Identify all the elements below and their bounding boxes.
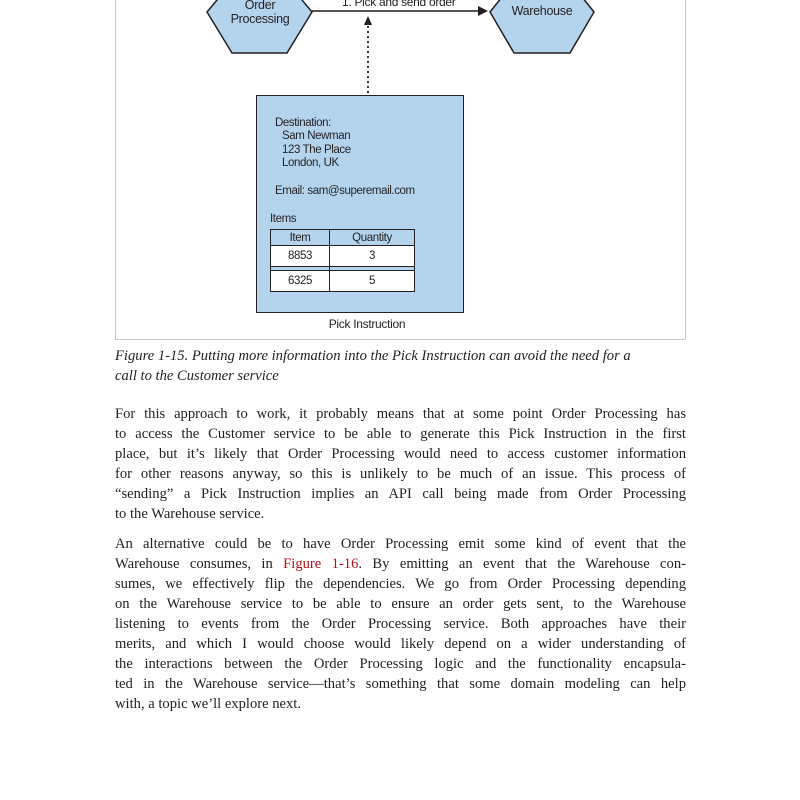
email-line: Email: sam@superemail.com (275, 185, 415, 197)
paragraph-line: An alternative could be to have Order Pr… (115, 536, 686, 552)
order-processing-label-line1: Order (244, 0, 276, 12)
warehouse-node-shape (489, 0, 595, 54)
arrow-label: 1. Pick and send order (340, 0, 458, 9)
paragraph-text: Warehouse consumes, in (115, 556, 284, 572)
paragraph-line: place, but it’s likely that Order Proces… (115, 446, 686, 462)
figure-caption-line2: call to the Customer service (115, 368, 279, 384)
items-table-spacer (270, 266, 415, 271)
diagram-canvas (206, 0, 595, 93)
paragraph-line: to access the Customer service to be abl… (115, 426, 686, 442)
paragraph-line: For this approach to work, it probably m… (115, 406, 686, 422)
paragraph-line: to the Warehouse service. (115, 506, 265, 522)
items-table-cell-quantity: 5 (329, 270, 415, 292)
table-row: 6325 5 (270, 270, 415, 292)
paragraph-line: merits, and which I would choose would l… (115, 636, 686, 652)
paragraph-line: “sending” a Pick Instruction implies an … (115, 486, 686, 502)
figure-caption: Figure 1-15. Putting more information in… (115, 346, 690, 386)
table-row: 8853 3 (270, 245, 415, 267)
items-table-cell-quantity: 3 (329, 245, 415, 267)
items-table-cell-item: 6325 (270, 270, 330, 292)
paragraph-line: on the Warehouse service to be able to e… (115, 596, 686, 612)
items-table-header-item: Item (270, 229, 330, 246)
paragraph-line: for other reasons anyway, so this is unl… (115, 466, 686, 482)
paragraph-line: ted in the Warehouse service—that’s some… (115, 676, 686, 692)
dotted-connector-arrowhead (364, 16, 372, 25)
address-line-city: London, UK (282, 157, 339, 169)
items-label: Items (270, 213, 297, 225)
items-table: Item Quantity 8853 3 6325 5 (270, 229, 415, 292)
warehouse-label: Warehouse (511, 4, 573, 18)
address-line-street: 123 The Place (282, 144, 351, 156)
pick-instruction-caption: Pick Instruction (328, 317, 406, 331)
order-processing-label-line2: Processing (230, 12, 290, 26)
order-processing-node-shape (206, 0, 313, 54)
figure-caption-line1: Figure 1-15. Putting more information in… (115, 348, 631, 364)
items-table-header-row: Item Quantity (270, 229, 415, 246)
paragraph-line: with, a topic we’ll explore next. (115, 696, 302, 712)
figure-frame (115, 0, 686, 340)
items-table-header-quantity: Quantity (329, 229, 415, 246)
order-processing-label: Order Processing (222, 0, 298, 26)
body-paragraph-2: An alternative could be to have Order Pr… (115, 534, 686, 714)
paragraph-text: . By emitting an event that the Warehous… (358, 556, 686, 572)
address-line-name: Sam Newman (282, 130, 351, 142)
items-table-cell-item: 8853 (270, 245, 330, 267)
paragraph-line: sumes, we effectively flip the dependenc… (115, 576, 686, 592)
paragraph-line: listening to events from the Order Proce… (115, 616, 686, 632)
paragraph-line: the interactions between the Order Proce… (115, 656, 686, 672)
figure-1-16-link[interactable]: Figure 1-16 (283, 556, 359, 572)
paragraph-line-with-link: Warehouse consumes, in Figure 1-16. By e… (115, 554, 686, 574)
destination-label: Destination: (275, 117, 331, 129)
body-paragraph-1: For this approach to work, it probably m… (115, 404, 686, 524)
